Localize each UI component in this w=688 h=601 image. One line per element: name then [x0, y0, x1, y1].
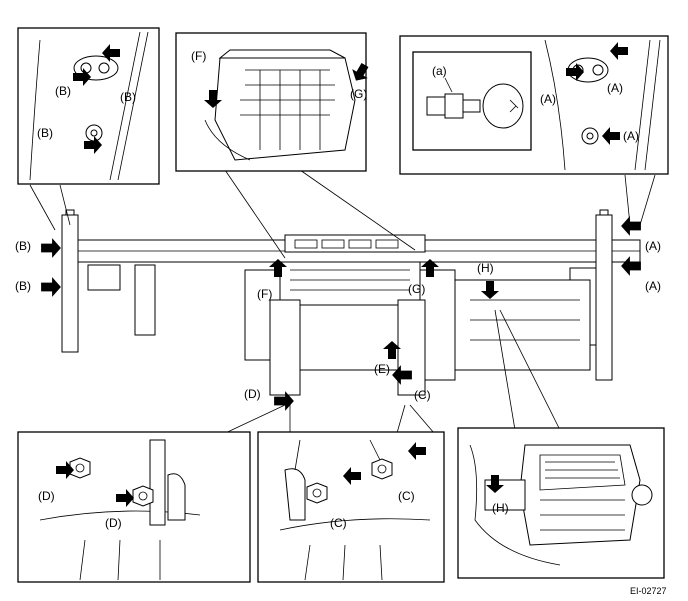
arrow-a-main-1	[621, 216, 641, 236]
label-b-main-1: (B)	[15, 239, 31, 253]
clip-icon	[581, 127, 599, 145]
arrow-b-main-2	[41, 277, 61, 297]
label-b-main-2: (B)	[15, 279, 31, 293]
label-a-main-2: (A)	[645, 279, 661, 293]
figure-code: EI-02727	[630, 586, 667, 596]
main-callouts: (B) (B) (A) (A) (F) (G) (H) (E) (D) (C)	[15, 216, 661, 411]
label-b-3: (B)	[37, 126, 53, 140]
bolt-icon	[132, 485, 154, 507]
label-a-1: (A)	[540, 92, 556, 106]
bolt-icon	[69, 457, 91, 479]
label-d-1: (D)	[38, 489, 55, 503]
label-a-main-1: (A)	[645, 239, 661, 253]
label-a-2: (A)	[607, 81, 623, 95]
label-h: (H)	[492, 501, 509, 515]
label-h-main: (H)	[477, 261, 494, 275]
label-g: (G)	[350, 87, 367, 101]
label-b-1: (B)	[55, 84, 71, 98]
label-g-main: (G)	[408, 282, 425, 296]
label-d-2: (D)	[105, 516, 122, 530]
bolt-icon	[426, 83, 524, 129]
label-f-main: (F)	[257, 287, 272, 301]
detail-panel-h: (H)	[457, 427, 665, 579]
label-a-inset: (a)	[432, 64, 447, 78]
detail-panel-fg: (F) (G)	[175, 32, 373, 172]
label-f: (F)	[191, 49, 206, 63]
label-c-2: (C)	[398, 489, 415, 503]
label-b-2: (B)	[120, 90, 136, 104]
arrow-b-main-1	[41, 238, 61, 258]
bolt-icon	[306, 482, 328, 504]
bolt-icon	[371, 458, 393, 480]
detail-panel-d: (D) (D)	[17, 431, 251, 583]
label-c-main: (C)	[414, 388, 431, 402]
label-d-main: (D)	[244, 387, 261, 401]
label-e-main: (E)	[374, 362, 390, 376]
detail-panel-c: (C) (C)	[257, 431, 445, 583]
detail-panel-a: (a) (A) (A) (A)	[399, 35, 669, 175]
detail-panel-b: (B) (B) (B)	[17, 27, 160, 185]
instrument-panel-frame	[61, 209, 641, 396]
label-a-3: (A)	[623, 129, 639, 143]
label-c-1: (C)	[330, 516, 347, 530]
